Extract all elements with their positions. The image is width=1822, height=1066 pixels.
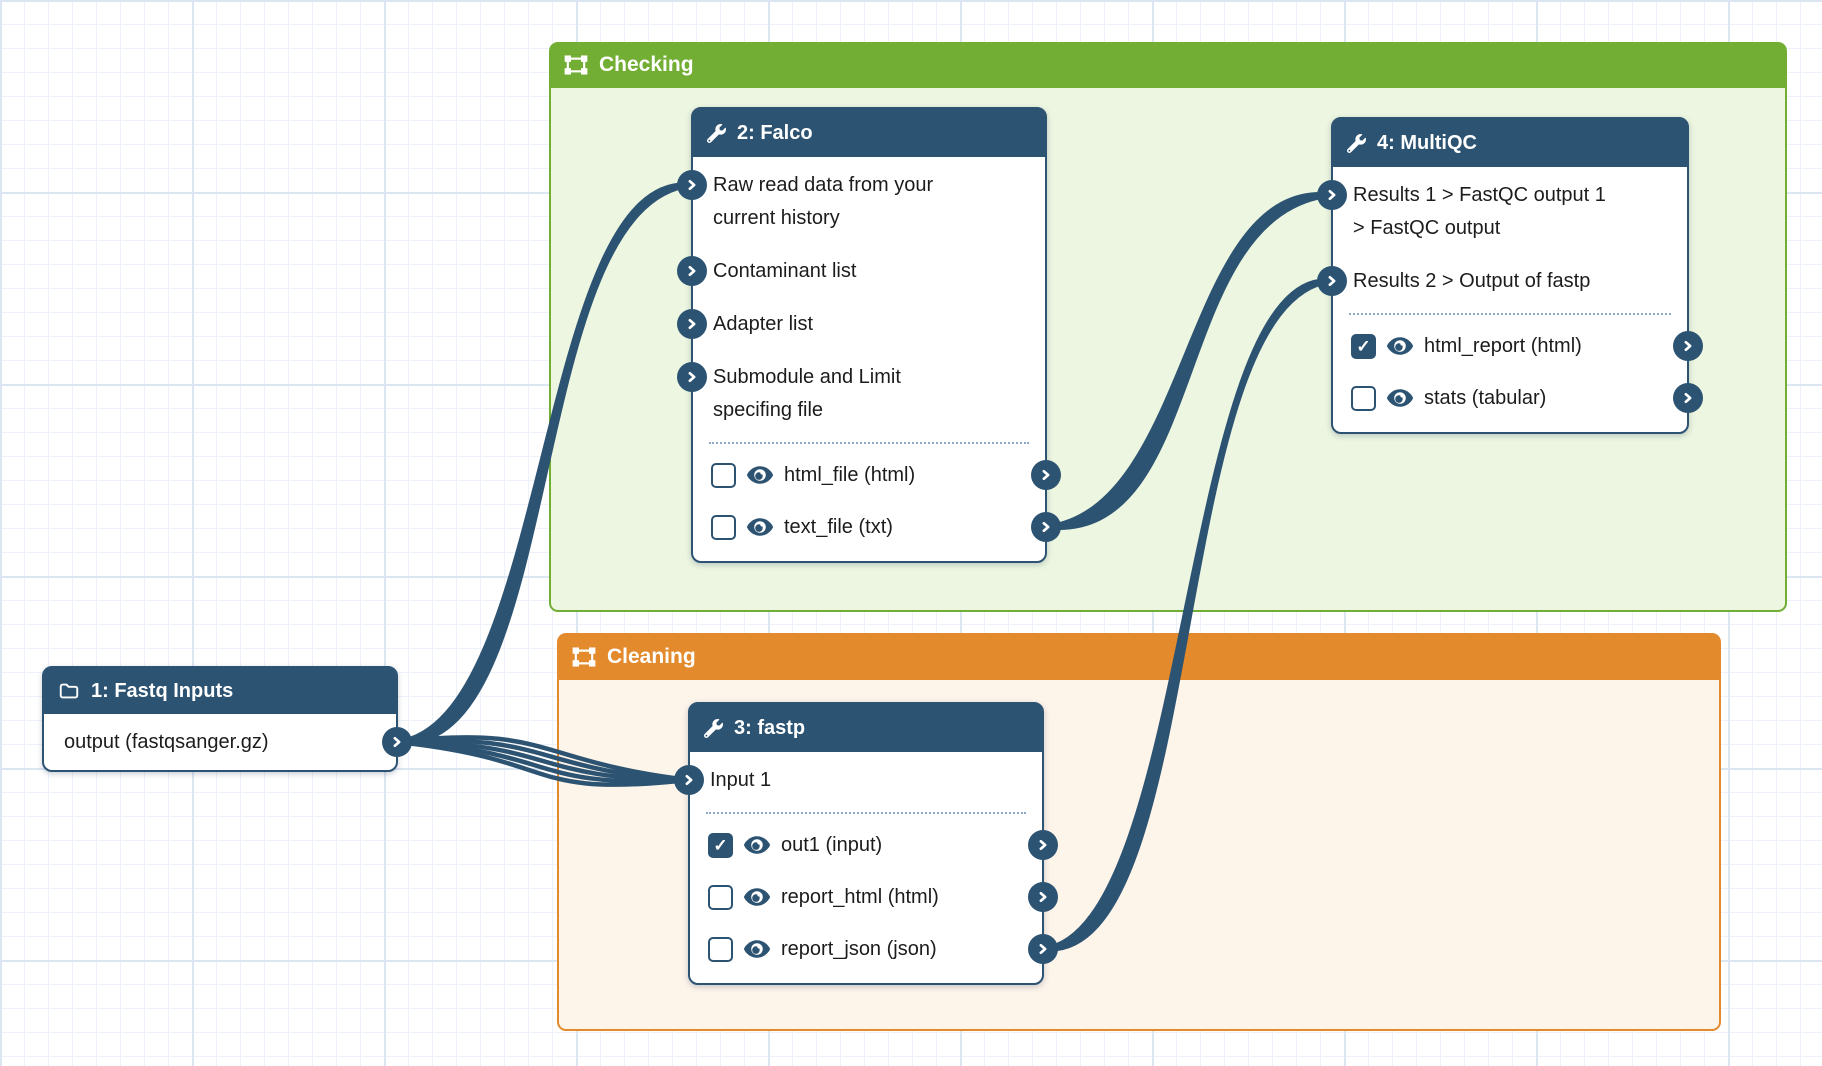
- input-port[interactable]: [677, 309, 707, 339]
- node-fastp-header[interactable]: 3: fastp: [690, 704, 1042, 752]
- node-multiqc-header[interactable]: 4: MultiQC: [1333, 119, 1687, 167]
- output-label: report_html (html): [781, 886, 939, 908]
- output-port[interactable]: [382, 727, 412, 757]
- falco-input-submodule-limit-file: Submodule and Limit specifing file: [677, 351, 1045, 437]
- input-port[interactable]: [674, 765, 704, 795]
- chevron-right-icon: [684, 316, 700, 332]
- chevron-right-icon: [684, 369, 700, 385]
- node-falco-header[interactable]: 2: Falco: [693, 109, 1045, 157]
- chevron-right-icon: [681, 772, 697, 788]
- multiqc-input-results-2: Results 2 > Output of fastp: [1317, 255, 1687, 308]
- chevron-right-icon: [1038, 467, 1054, 483]
- node-fastq-inputs: 1: Fastq Inputs output (fastqsanger.gz): [42, 666, 412, 772]
- group-cleaning-label: Cleaning: [607, 644, 696, 668]
- output-port[interactable]: [1028, 830, 1058, 860]
- input-port[interactable]: [1317, 180, 1347, 210]
- eye-icon: [1386, 336, 1414, 356]
- output-port[interactable]: [1028, 882, 1058, 912]
- chevron-right-icon: [1324, 187, 1340, 203]
- object-group-icon: [572, 647, 596, 667]
- output-port[interactable]: [1031, 512, 1061, 542]
- output-label: out1 (input): [781, 834, 883, 856]
- node-falco: 2: Falco Raw read data from your current…: [677, 107, 1061, 563]
- output-label: html_file (html): [784, 464, 916, 486]
- eye-icon: [746, 465, 774, 485]
- input-port[interactable]: [1317, 266, 1347, 296]
- input-label: Submodule and Limit specifing file: [713, 366, 901, 421]
- output-port[interactable]: [1673, 383, 1703, 413]
- multiqc-input-results-1: Results 1 > FastQC output 1 > FastQC out…: [1317, 169, 1687, 255]
- output-visibility-checkbox[interactable]: [708, 884, 733, 910]
- wrench-icon: [704, 719, 723, 738]
- group-checking-label: Checking: [599, 53, 694, 76]
- input-label: Results 1 > FastQC output 1 > FastQC out…: [1353, 184, 1606, 239]
- output-port[interactable]: [1673, 331, 1703, 361]
- output-port[interactable]: [1028, 934, 1058, 964]
- node-fastq-inputs-header[interactable]: 1: Fastq Inputs: [44, 668, 396, 714]
- output-visibility-checkbox[interactable]: [1351, 333, 1376, 359]
- output-label: output (fastqsanger.gz): [64, 731, 269, 753]
- output-visibility-checkbox[interactable]: [708, 936, 733, 962]
- output-port[interactable]: [1031, 460, 1061, 490]
- falco-input-raw-read-data: Raw read data from your current history: [677, 159, 1045, 245]
- falco-input-adapter-list: Adapter list: [677, 298, 1045, 351]
- eye-icon: [743, 887, 771, 907]
- chevron-right-icon: [1680, 390, 1696, 406]
- falco-output-text-file: text_file (txt): [693, 501, 1061, 553]
- node-title: 1: Fastq Inputs: [91, 679, 234, 702]
- chevron-right-icon: [684, 263, 700, 279]
- chevron-right-icon: [1038, 519, 1054, 535]
- input-label: Contaminant list: [713, 260, 857, 282]
- input-port[interactable]: [677, 362, 707, 392]
- output-visibility-checkbox[interactable]: [711, 462, 736, 488]
- fastp-input-1: Input 1: [674, 754, 1042, 807]
- output-label: text_file (txt): [784, 516, 893, 538]
- output-label: stats (tabular): [1424, 387, 1547, 409]
- input-port[interactable]: [677, 170, 707, 200]
- input-label: Input 1: [710, 769, 772, 791]
- chevron-right-icon: [1035, 941, 1051, 957]
- object-group-icon: [564, 55, 588, 75]
- input-label: Results 2 > Output of fastp: [1353, 270, 1591, 292]
- node-title: 4: MultiQC: [1377, 131, 1477, 154]
- falco-output-html-file: html_file (html): [693, 449, 1061, 501]
- chevron-right-icon: [389, 734, 405, 750]
- eye-icon: [743, 835, 771, 855]
- output-label: report_json (json): [781, 938, 937, 960]
- io-separator: [709, 442, 1029, 444]
- multiqc-output-html-report: html_report (html): [1333, 320, 1703, 372]
- node-title: 2: Falco: [737, 121, 813, 144]
- output-visibility-checkbox[interactable]: [711, 514, 736, 540]
- fastq-inputs-output-row: output (fastqsanger.gz): [44, 714, 412, 770]
- output-visibility-checkbox[interactable]: [1351, 385, 1376, 411]
- node-title: 3: fastp: [734, 716, 806, 739]
- output-visibility-checkbox[interactable]: [708, 832, 733, 858]
- chevron-right-icon: [1035, 889, 1051, 905]
- node-fastp: 3: fastp Input 1 out1 (input) report_htm…: [674, 702, 1058, 985]
- node-multiqc: 4: MultiQC Results 1 > FastQC output 1 >…: [1317, 117, 1703, 434]
- fastp-output-out1: out1 (input): [690, 819, 1058, 871]
- eye-icon: [746, 517, 774, 537]
- fastp-output-report-json: report_json (json): [690, 923, 1058, 975]
- chevron-right-icon: [1324, 273, 1340, 289]
- wrench-icon: [707, 124, 726, 143]
- wrench-icon: [1347, 134, 1366, 153]
- group-cleaning-header[interactable]: Cleaning: [557, 633, 1721, 680]
- falco-input-contaminant-list: Contaminant list: [677, 245, 1045, 298]
- multiqc-output-stats: stats (tabular): [1333, 372, 1703, 424]
- input-label: Adapter list: [713, 313, 814, 335]
- fastp-output-report-html: report_html (html): [690, 871, 1058, 923]
- io-separator: [1349, 313, 1671, 315]
- input-port[interactable]: [677, 256, 707, 286]
- group-checking-header[interactable]: Checking: [549, 42, 1787, 88]
- io-separator: [706, 812, 1026, 814]
- folder-icon: [58, 680, 80, 702]
- chevron-right-icon: [1680, 338, 1696, 354]
- eye-icon: [743, 939, 771, 959]
- chevron-right-icon: [684, 177, 700, 193]
- input-label: Raw read data from your current history: [713, 174, 934, 229]
- eye-icon: [1386, 388, 1414, 408]
- chevron-right-icon: [1035, 837, 1051, 853]
- output-label: html_report (html): [1424, 335, 1582, 357]
